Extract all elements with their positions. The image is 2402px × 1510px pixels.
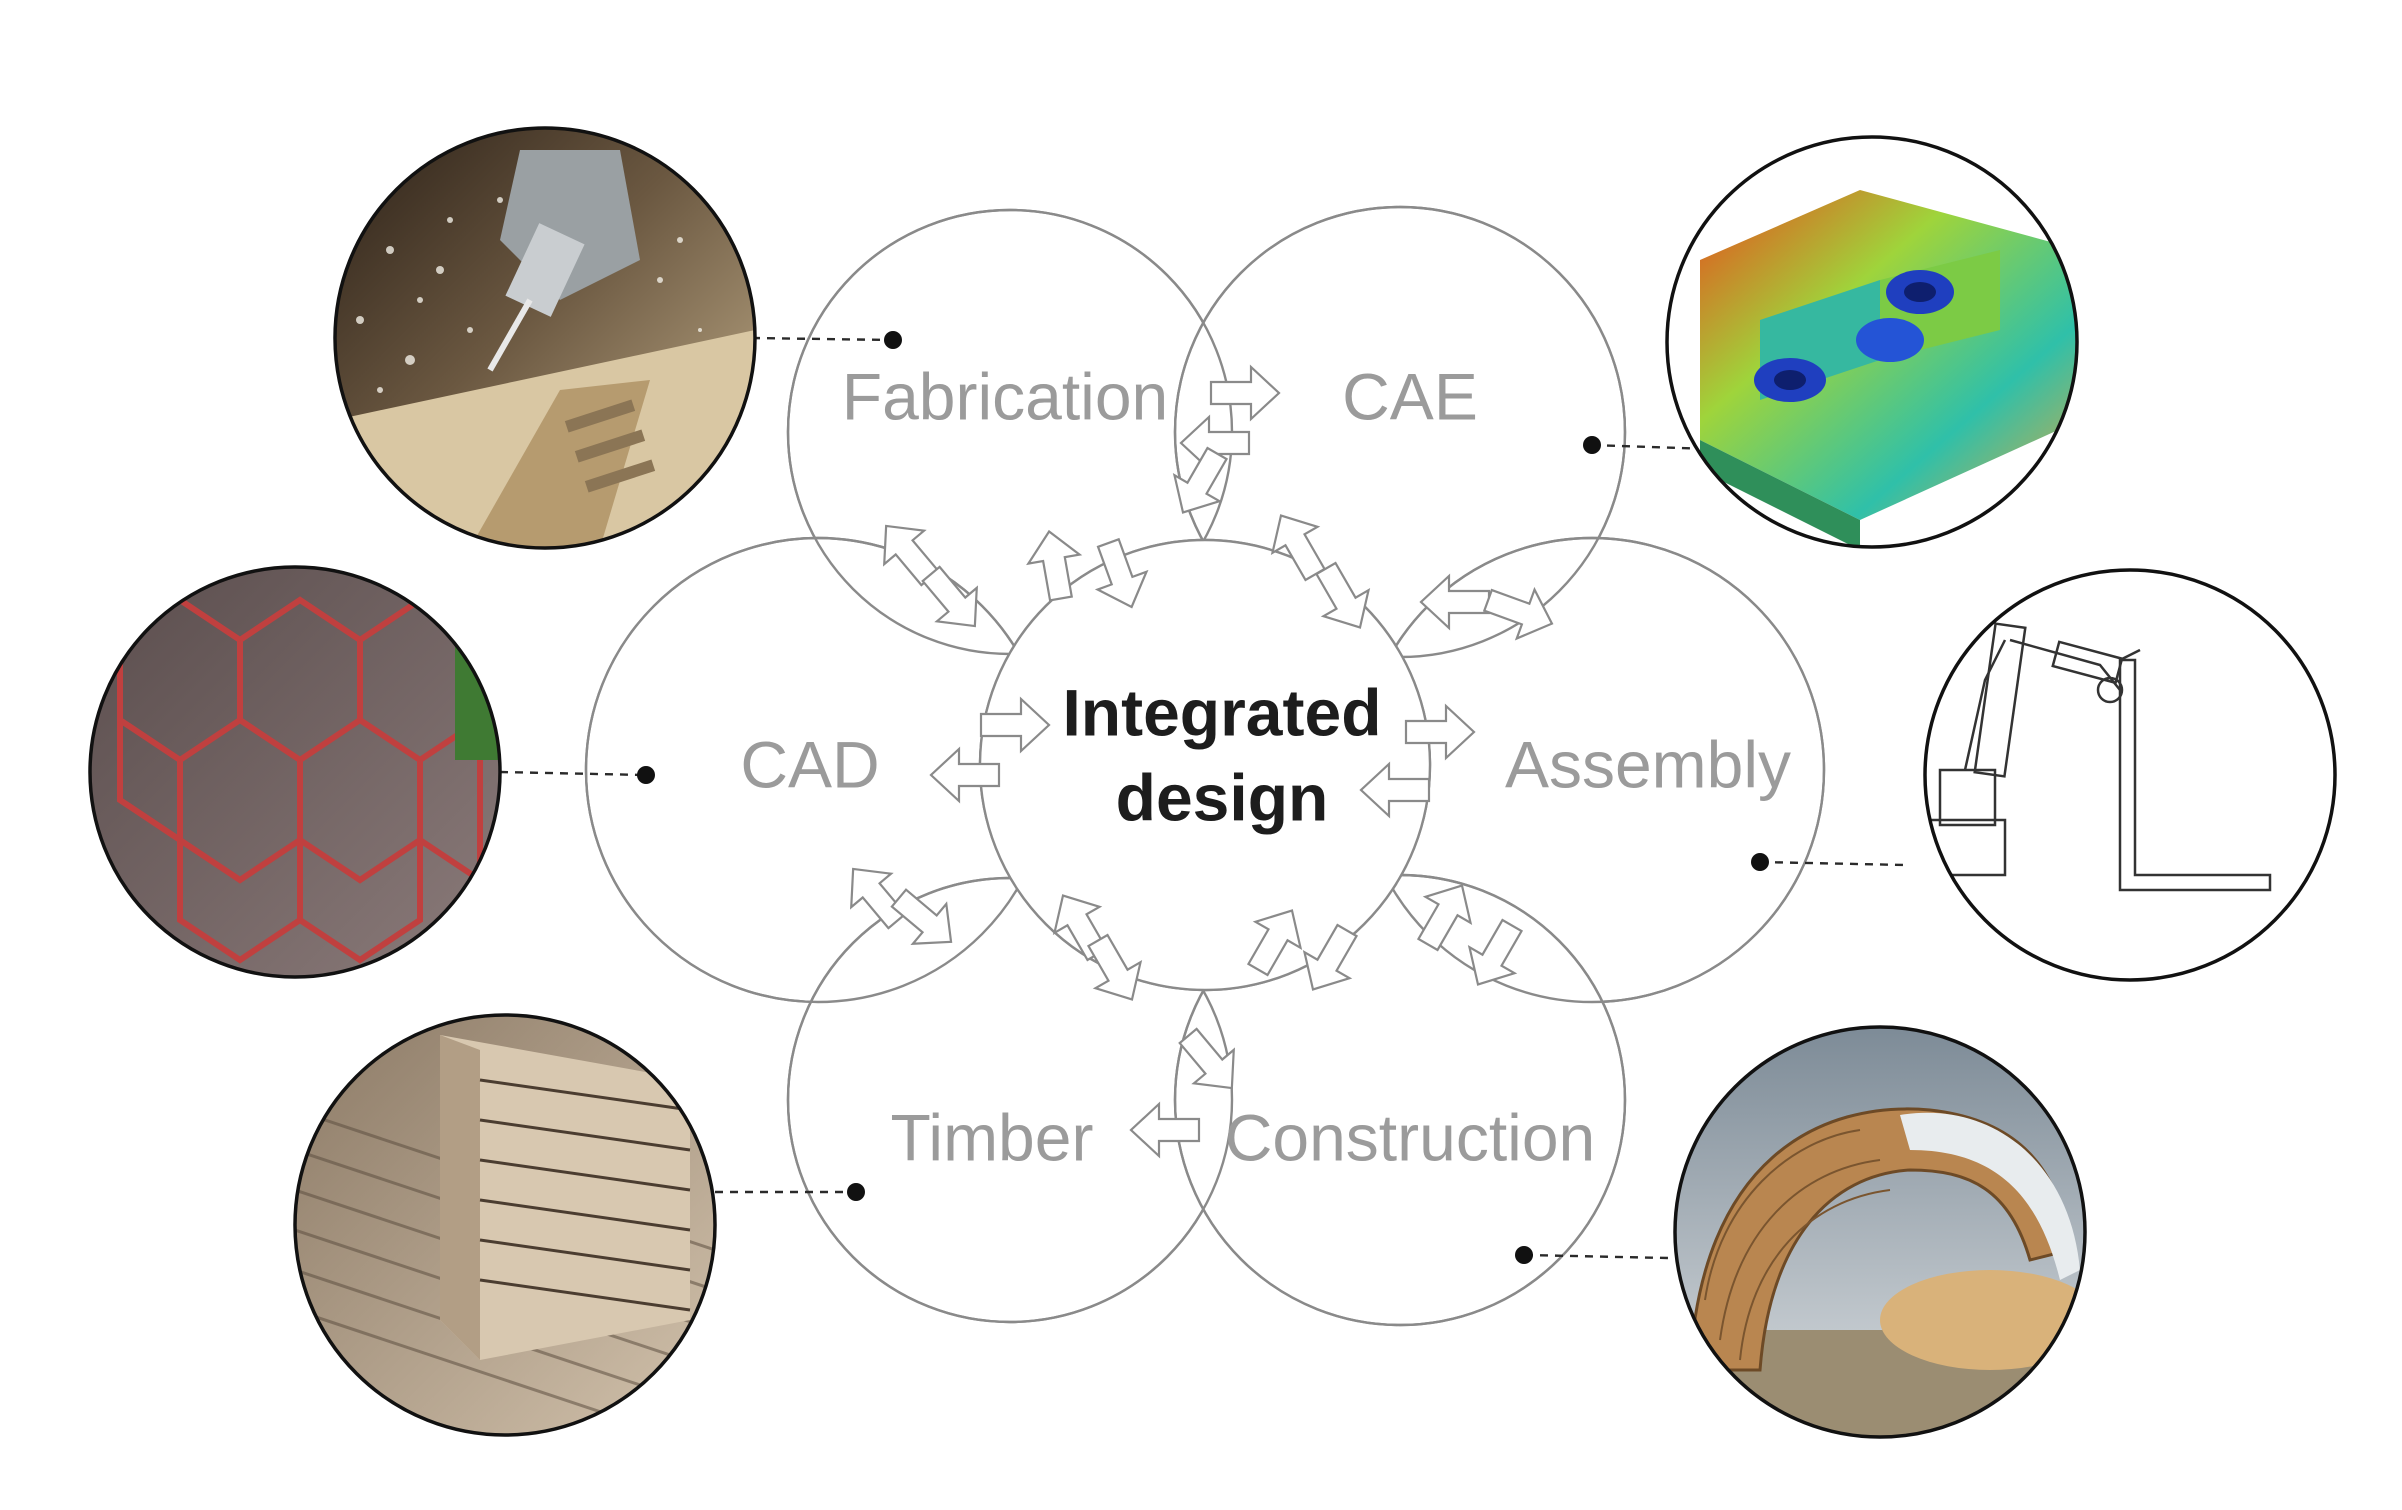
arrow-cae-to-assembly [1482,586,1554,641]
label-timber: Timber [891,1100,1094,1174]
label-fabrication: Fabrication [842,359,1169,433]
center-label-line2: design [1116,760,1329,834]
leader-dot-construction [1515,1246,1533,1264]
label-construction: Construction [1225,1100,1596,1174]
center-label-line1: Integrated [1062,675,1381,749]
arrow-center-to-fab-a [883,524,940,587]
arrow-center-to-cad [929,746,1001,804]
leader-dot-cae [1583,436,1601,454]
arrows-layer [850,364,1554,1159]
arrow-fab-to-center [921,565,978,628]
assembly-photo [1925,570,2335,980]
arrow-assembly-to-const [1416,884,1473,952]
leader-dot-fabrication [884,331,902,349]
arrow-center-to-assembly [1404,703,1476,761]
fabrication-photo-frame [333,126,757,550]
construction-photo [1675,1027,2085,1437]
leader-dot-assembly [1751,853,1769,871]
fabrication-photo [335,128,755,548]
arrow-center-to-fab-b [1026,529,1083,602]
label-cad: CAD [740,727,879,801]
arrow-const-up [1178,1027,1235,1090]
arrow-timber-to-center [1086,933,1143,1001]
leader-dot-timber [847,1183,865,1201]
cae-photo-frame [1665,135,2079,549]
leader-dot-cad [637,766,655,784]
label-assembly: Assembly [1505,727,1791,801]
arrow-cae-down [1314,561,1371,629]
leader-assembly [1759,860,1906,867]
arrow-const-to-center [1302,923,1359,991]
cad-photo-frame [88,565,502,979]
timber-photo-frame [293,1013,717,1437]
arrow-center-to-const [1246,909,1303,977]
leader-cad [499,770,646,777]
arrow-assembly-to-center [1359,761,1431,819]
arrow-cae-to-center [1172,446,1229,514]
arrow-const-to-assembly [1467,918,1524,986]
arrow-center-up [1094,537,1149,609]
arrow-cad-to-timber [890,888,953,945]
cae-photo [1667,137,2077,547]
construction-photo-frame [1673,1025,2087,1439]
arrow-assembly-to-cae [1419,573,1491,631]
timber-photo [295,1015,715,1435]
arrow-const-to-timber [1129,1101,1201,1159]
assembly-photo-frame [1923,568,2337,982]
label-cae: CAE [1342,359,1478,433]
arrow-fab-to-cae [1209,364,1281,422]
arrow-center-to-cae [1270,514,1327,582]
arrow-cad-to-center [979,696,1051,754]
